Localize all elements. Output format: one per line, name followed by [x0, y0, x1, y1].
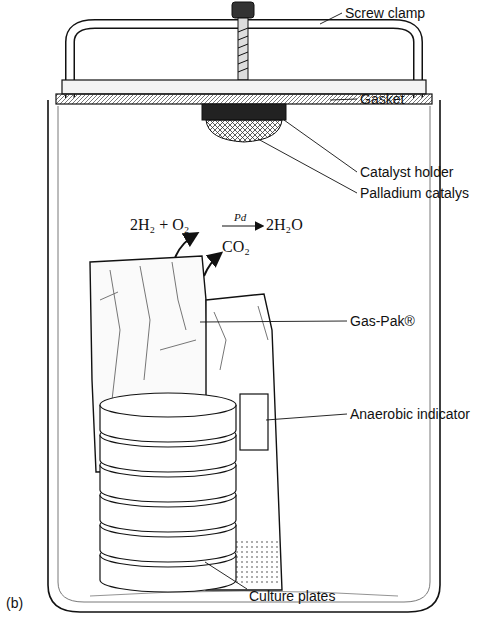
leader-line — [258, 139, 357, 193]
screw-thread — [238, 28, 248, 72]
packet-folds — [214, 306, 268, 370]
part-label: Anaerobic indicator — [350, 405, 470, 423]
screw-shaft — [238, 18, 248, 80]
jar-floor — [90, 591, 398, 596]
leader-lines — [200, 13, 357, 589]
equation-term: 2H₂ + O₂ — [130, 216, 189, 234]
leader-line — [284, 120, 357, 172]
catalyst-symbol: Pd — [234, 208, 246, 226]
indicator-strip — [240, 394, 268, 450]
equation-term: 2H₂O — [266, 216, 303, 234]
leader-line — [205, 562, 247, 589]
jar-inner-wall — [58, 106, 430, 602]
part-label: Gasket — [360, 90, 404, 108]
gas-label: CO₂ — [222, 238, 250, 256]
screw-knob — [232, 2, 254, 18]
part-label: Culture plates — [249, 587, 335, 605]
part-label: Screw clamp — [345, 4, 425, 22]
leader-line — [266, 414, 347, 420]
leader-line — [200, 321, 347, 322]
leader-line — [330, 99, 357, 100]
plate-top — [100, 393, 236, 417]
panel-letter: (b) — [6, 594, 23, 612]
part-label: Catalyst holder — [360, 163, 453, 181]
part-label: Palladium catalys — [360, 184, 469, 202]
part-label: Gas-Pak® — [350, 312, 415, 330]
palladium-catalyst — [206, 120, 282, 142]
catalyst-holder — [202, 104, 286, 120]
co2-flow-arrow — [204, 254, 220, 276]
reaction-arrow — [222, 225, 262, 226]
leader-line — [320, 13, 342, 24]
culture-plate-stack — [100, 393, 236, 592]
